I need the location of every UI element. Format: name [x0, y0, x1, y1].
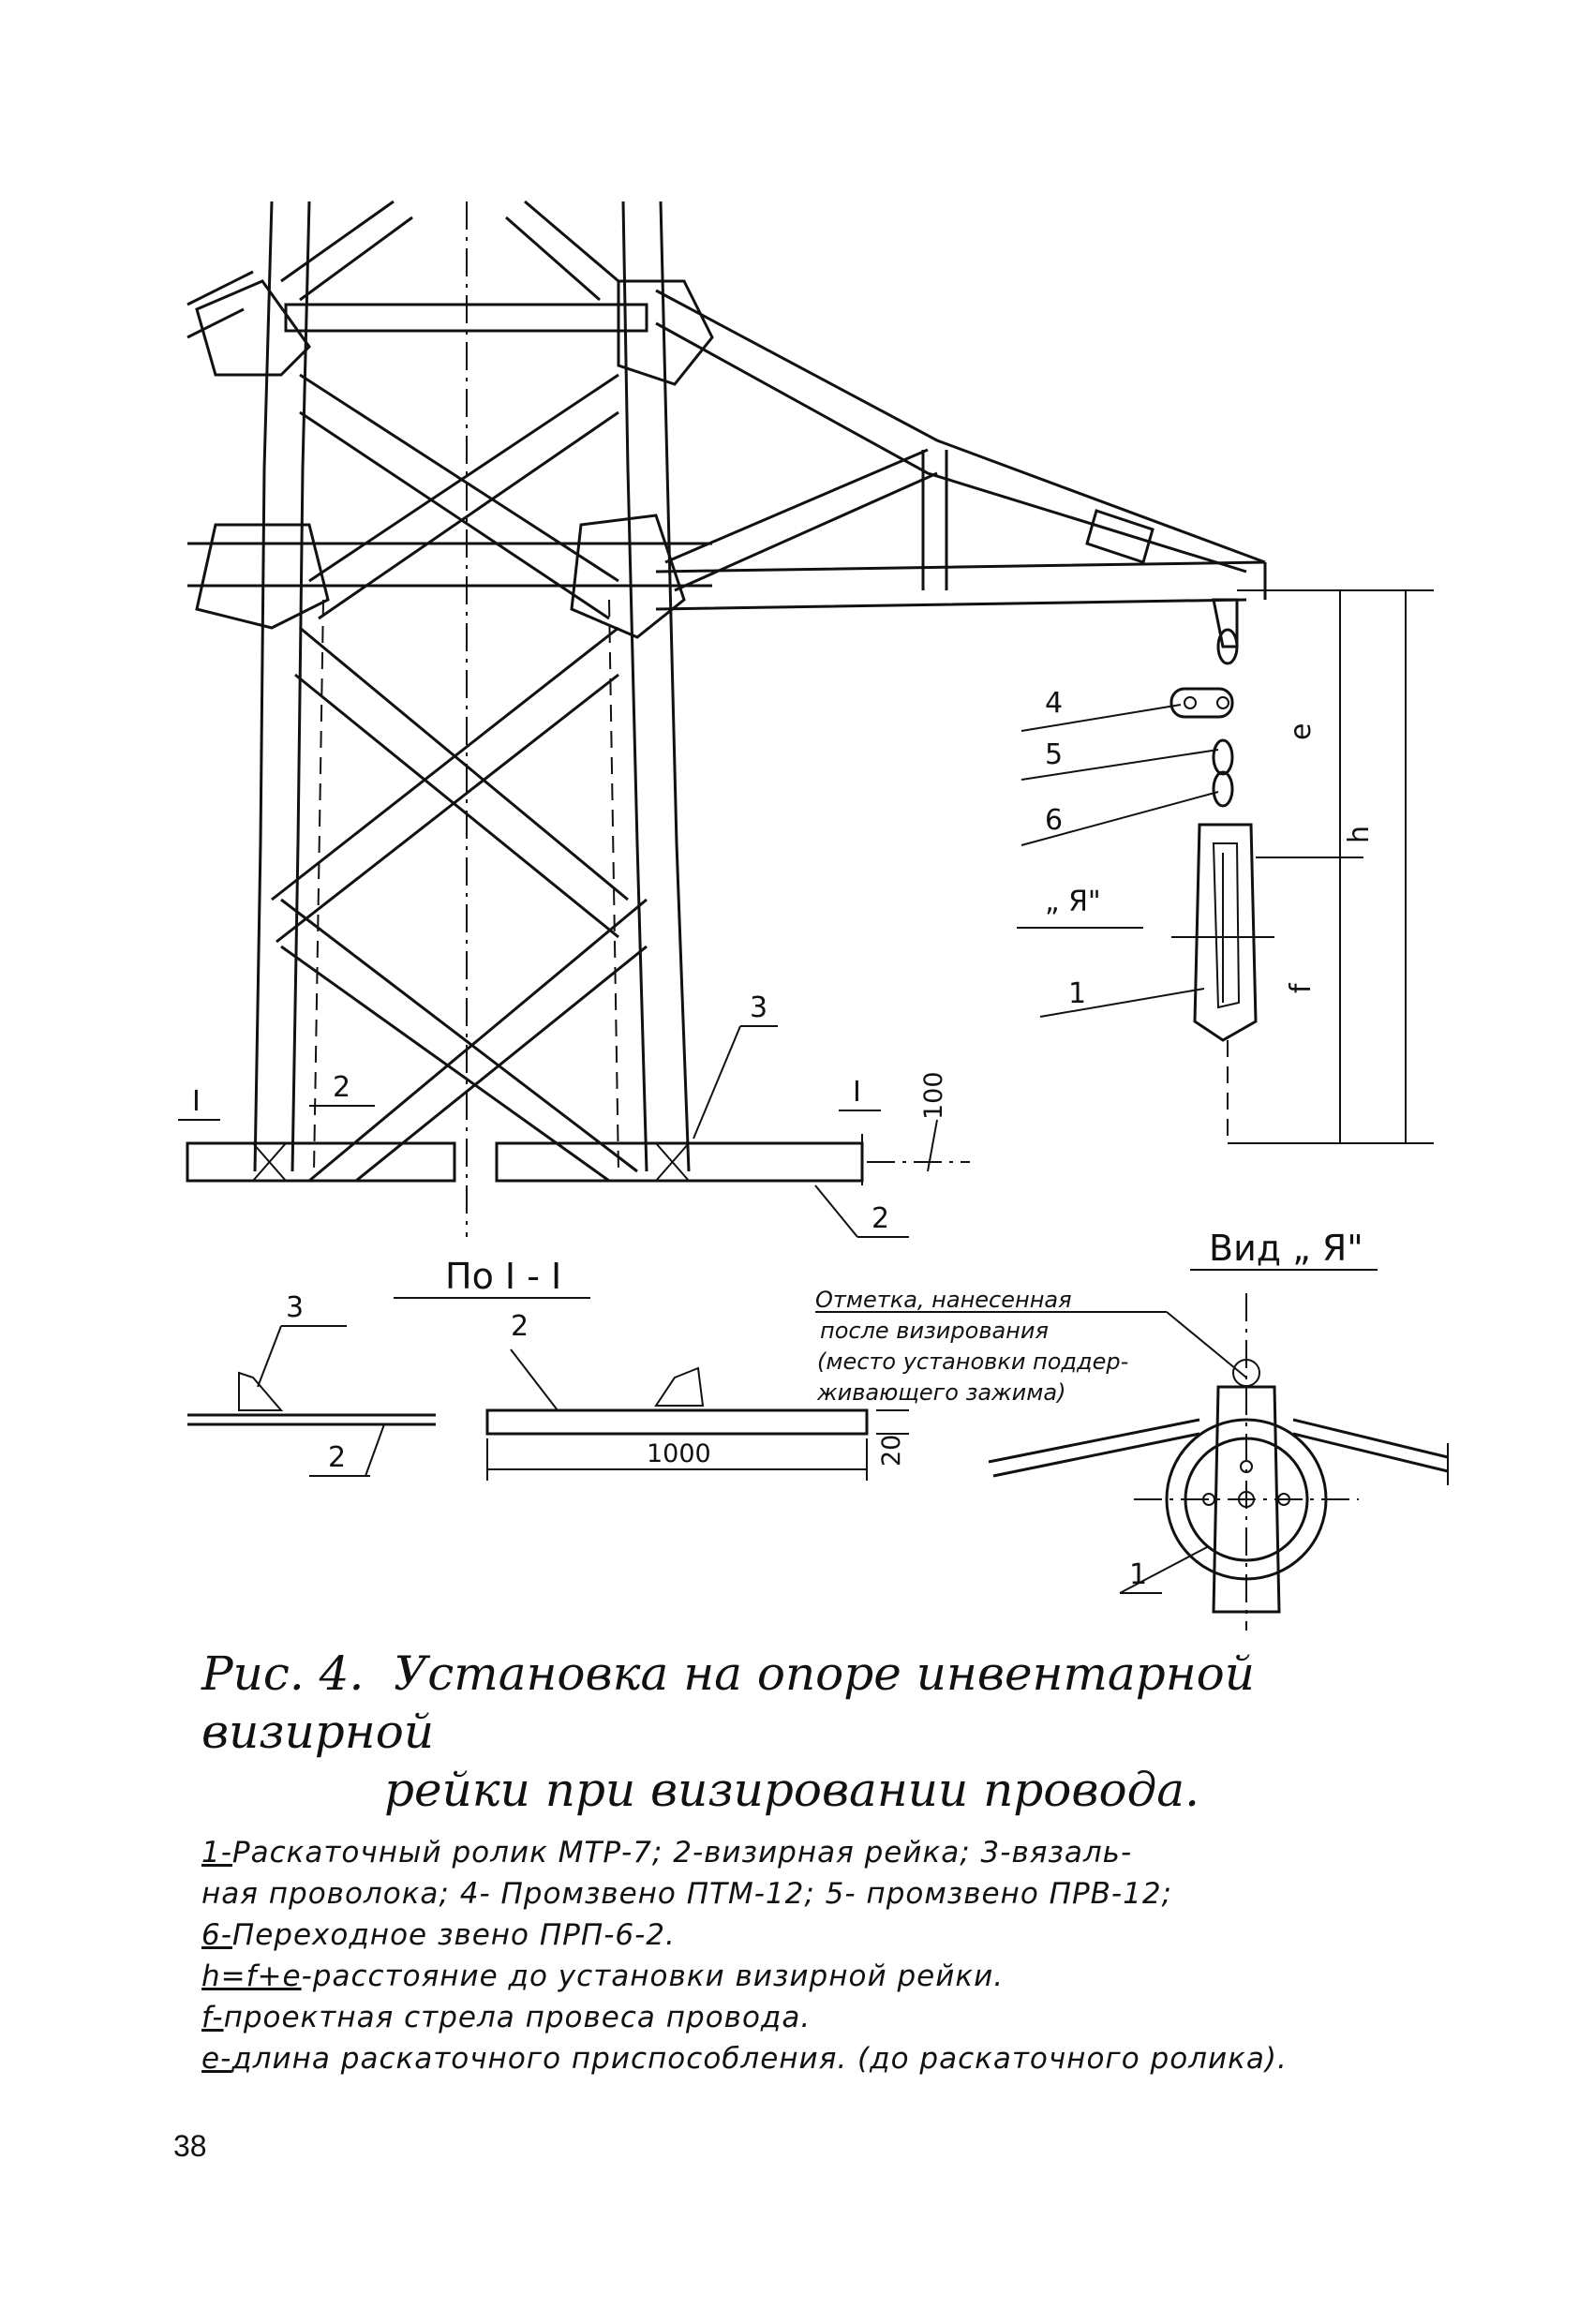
assembly-callouts: 4 5 6 „ Я" 1	[1017, 687, 1219, 1018]
note-line-1: Отметка, нанесенная	[815, 1287, 1072, 1313]
base-sighting-rods: I I 2 3 2 100	[178, 991, 970, 1238]
legend-line-3: 6-Переходное звено ПРП-6-2.	[201, 1914, 1448, 1956]
callout-2-top: 2	[333, 1071, 350, 1104]
legend-line-4: h=f+e-расстояние до установки визирной р…	[201, 1956, 1448, 1997]
section-mark-right: I	[853, 1076, 861, 1109]
legend-key-3: 6-	[201, 1918, 232, 1952]
dim-e: e	[1285, 723, 1318, 740]
legend-text-4: -расстояние до установки визирной рейки.	[301, 1959, 1005, 1993]
dimension-lines: h e f	[1228, 589, 1434, 1144]
figure-caption: Рис. 4. Установка на опоре инвентарной в…	[201, 1645, 1448, 2079]
dim-f: f	[1285, 982, 1318, 993]
legend-key-4: h=f+e	[201, 1959, 302, 1993]
legend-key-5: f-	[201, 2001, 224, 2034]
callout-5: 5	[1045, 738, 1063, 771]
callout-4: 4	[1045, 687, 1063, 720]
caption-title-line-2: рейки при визировании провода.	[384, 1763, 1199, 1817]
dim-1000: 1000	[647, 1439, 711, 1468]
note-line-3: (место установки поддер-	[817, 1348, 1128, 1375]
caption-title-line-1: Рис. 4. Установка на опоре инвентарной в…	[201, 1645, 1448, 1761]
dim-100: 100	[919, 1071, 948, 1120]
legend-key-1: 1-	[201, 1836, 232, 1870]
callout-1: 1	[1068, 977, 1086, 1010]
legend-text-6: длина раскаточного приспособления. (до р…	[231, 2042, 1288, 2076]
section-i-i: По I - I 3 2 2 1000 20	[187, 1256, 909, 1481]
view-ya: Вид „ Я" Отметка, нанесенная после визир…	[815, 1228, 1449, 1631]
page-number: 38	[173, 2129, 207, 2163]
view-arrow-label: „ Я"	[1045, 886, 1101, 918]
callout-2-bottom: 2	[871, 1202, 889, 1235]
legend-line-6: e-длина раскаточного приспособления. (до…	[201, 2038, 1448, 2079]
note-line-2: после визирования	[820, 1318, 1049, 1344]
dim-20: 20	[877, 1435, 906, 1467]
legend-text-2: ная проволока; 4- Промзвено ПТМ-12; 5- п…	[201, 1877, 1172, 1911]
caption-prefix: Рис. 4.	[201, 1646, 365, 1701]
dim-h: h	[1343, 826, 1376, 843]
callout-3-section: 3	[286, 1291, 304, 1324]
section-mark-left: I	[192, 1085, 201, 1118]
tower-structure	[186, 200, 714, 1237]
legend-text-3: Переходное звено ПРП-6-2.	[231, 1918, 676, 1952]
legend-key-6: e-	[201, 2042, 232, 2076]
legend-text-5: проектная стрела провеса провода.	[223, 2001, 812, 2034]
legend-line-5: f-проектная стрела провеса провода.	[201, 1997, 1448, 2038]
callout-1-view: 1	[1129, 1558, 1147, 1591]
tower-installation-drawing: 4 5 6 „ Я" 1 h e f I I 2 3 2 100	[178, 200, 1449, 1631]
legend-line-1: 1-Раскаточный ролик МТР-7; 2-визирная ре…	[201, 1832, 1448, 1873]
callout-2-section-right: 2	[511, 1310, 529, 1343]
roller-assembly	[1169, 598, 1274, 1143]
note-line-4: живающего зажима)	[816, 1379, 1065, 1406]
legend-text-1: Раскаточный ролик МТР-7; 2-визирная рейк…	[231, 1836, 1133, 1870]
caption-title-1: Установка на опоре инвентарной визирной	[201, 1646, 1255, 1759]
crossarm	[655, 289, 1267, 611]
section-title: По I - I	[445, 1256, 561, 1297]
callout-2-section-left: 2	[328, 1441, 346, 1474]
legend-line-2: ная проволока; 4- Промзвено ПТМ-12; 5- п…	[201, 1873, 1448, 1914]
view-title: Вид „ Я"	[1209, 1228, 1363, 1269]
callout-6: 6	[1045, 804, 1063, 837]
callout-3-top: 3	[750, 991, 767, 1024]
